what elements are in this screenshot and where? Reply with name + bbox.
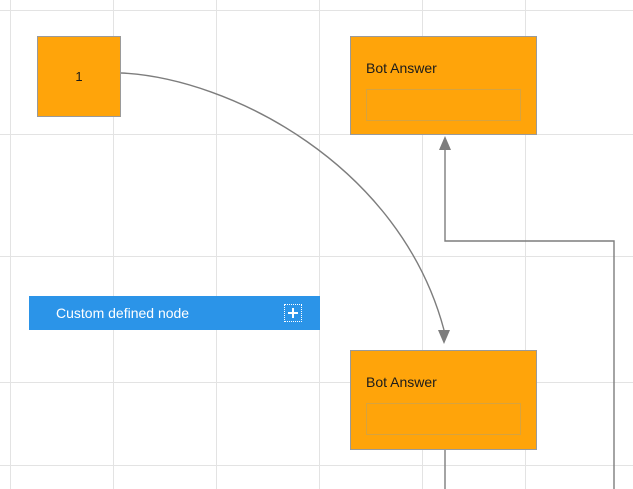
arrowhead-up-icon — [439, 136, 451, 150]
node-bot-answer-top-field[interactable] — [366, 89, 521, 121]
node-bot-answer-top[interactable]: Bot Answer — [350, 36, 537, 135]
palette-item-custom-defined-node[interactable]: Custom defined node — [29, 296, 320, 330]
node-bot-answer-top-title: Bot Answer — [366, 60, 437, 76]
edge-bot-answer-bottom-to-top[interactable] — [444, 150, 615, 489]
plus-icon[interactable] — [284, 304, 302, 322]
arrowhead-down-icon — [438, 330, 450, 344]
node-bot-answer-bottom-title: Bot Answer — [366, 374, 437, 390]
node-bot-answer-bottom[interactable]: Bot Answer — [350, 350, 537, 450]
edge-start-to-bot-answer-bottom[interactable] — [120, 72, 445, 331]
node-start[interactable]: 1 — [37, 36, 121, 117]
node-start-label: 1 — [75, 69, 83, 84]
node-bot-answer-bottom-field[interactable] — [366, 403, 521, 435]
palette-item-label: Custom defined node — [56, 305, 190, 321]
